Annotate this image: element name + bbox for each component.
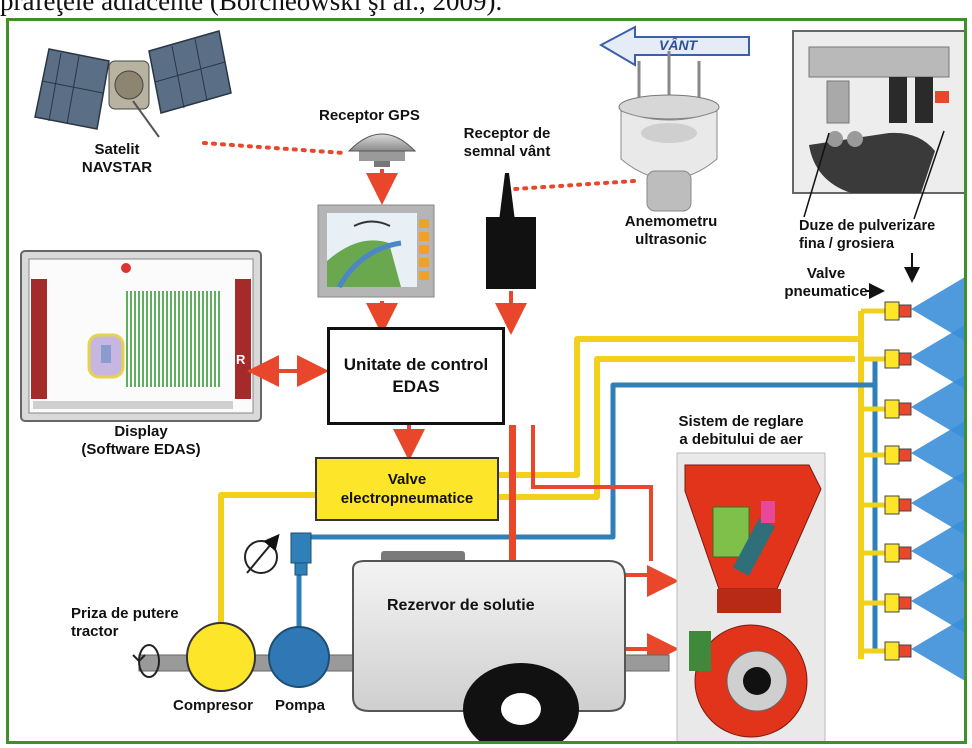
air-flow-label: Sistem de reglare a debitului de aer (678, 413, 804, 448)
nozzles-label: Duze de pulverizare fina / grosiera (799, 218, 936, 252)
wind-signal-receiver-icon (486, 173, 536, 289)
gps-receiver-label: Receptor GPS (319, 107, 420, 124)
wheel-icon (463, 663, 579, 741)
control-unit-label-line2: EDAS (392, 377, 440, 396)
electro-valves-label-line1: Valve (387, 471, 427, 488)
electropneumatic-valves-box: Valve electropneumatice (315, 457, 499, 521)
compressor-icon (186, 622, 256, 692)
ultrasonic-anemometer-icon (618, 51, 720, 212)
air-flow-regulator-icon (676, 452, 826, 741)
display-r-key: R (236, 352, 246, 367)
pump-label: Pompa (275, 697, 326, 714)
nozzle-array-icon (861, 277, 964, 681)
pump-icon (268, 626, 330, 688)
electro-valves-label-line2: electropneumatice (340, 490, 474, 507)
satellite-icon (34, 30, 232, 138)
pto-label: Priza de putere tractor (71, 605, 179, 640)
pto-rotation-icon (132, 644, 160, 678)
edas-system-diagram: Unitate de control EDAS Valve electropne… (6, 18, 967, 744)
tank-label: Rezervor de solutie (387, 597, 535, 614)
page-caption: prafeţele adiacente (Borcheowski şi al.,… (0, 0, 503, 16)
nozzle-photo-icon (792, 30, 964, 194)
display-tablet-icon (20, 250, 262, 422)
pressure-gauge-icon (244, 533, 280, 574)
diagram-artwork (20, 25, 964, 741)
display-label: Display (Software EDAS) (81, 423, 201, 458)
wind-arrow-icon (598, 25, 750, 67)
compressor-label: Compresor (173, 697, 254, 714)
anemometer-label: Anemometru ultrasonic (624, 213, 718, 248)
control-unit-label-line1: Unitate de control (343, 355, 489, 374)
wind-receiver-label: Receptor de semnal vânt (463, 125, 551, 160)
control-unit-box: Unitate de control EDAS (327, 327, 505, 425)
filter-icon (290, 532, 312, 576)
pneumatic-valves-label: Valve pneumatice (784, 265, 868, 300)
gps-receiver-icon (347, 133, 417, 167)
gps-guidance-screen-icon (317, 204, 435, 298)
wind-arrow-label: VÂNT (659, 37, 698, 53)
satellite-label: Satelit NAVSTAR (81, 141, 153, 176)
